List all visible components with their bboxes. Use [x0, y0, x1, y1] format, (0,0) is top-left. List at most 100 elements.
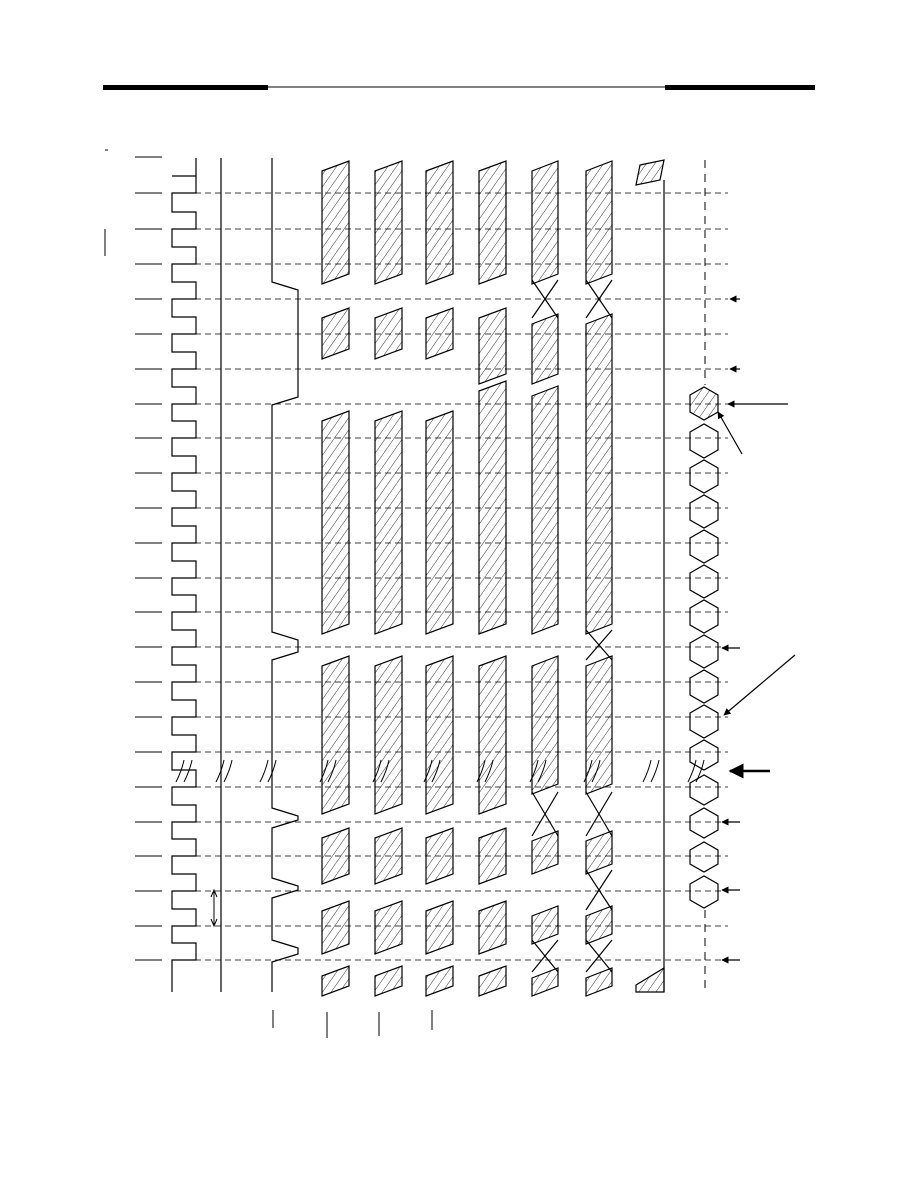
bus-data-region [374, 307, 403, 360]
bus-data-region [478, 965, 507, 997]
break-symbol [175, 759, 193, 783]
bus-data-region [425, 827, 454, 885]
annotation-arrow [717, 411, 743, 455]
bus-crossing [531, 791, 559, 837]
bus-data-region [321, 900, 350, 955]
break-stroke [431, 759, 441, 783]
break-symbol [476, 759, 494, 783]
break-stroke [327, 759, 337, 783]
bus-lane [374, 160, 403, 997]
break-stroke [423, 759, 433, 783]
bus-data-region [531, 655, 559, 795]
bus-data-region [425, 655, 454, 815]
break-stroke [695, 759, 705, 783]
bus-data-region [478, 827, 507, 885]
bus-data-region [478, 160, 507, 285]
break-symbol [215, 759, 233, 783]
bus-data-region [374, 410, 403, 635]
break-stroke [380, 759, 390, 783]
bus-data-region [321, 655, 350, 815]
annotation-arrow [723, 654, 796, 716]
break-stroke [215, 759, 225, 783]
bus-data-region [585, 830, 613, 875]
annotation-arrows [210, 295, 796, 964]
bus-data-region [585, 655, 613, 795]
data-word [689, 459, 719, 494]
bus-data-region [531, 160, 559, 285]
break-stroke [583, 759, 593, 783]
bus-data-region [425, 410, 454, 635]
data-word [689, 669, 719, 704]
misc-marks [104, 149, 665, 1038]
time-marker-lines [195, 192, 728, 961]
bus-crossing [585, 869, 613, 911]
bus-data-region [478, 655, 507, 815]
bus-data-region [321, 307, 350, 360]
bus-data-region [374, 965, 403, 997]
bus-data-region [585, 905, 613, 945]
break-stroke [687, 759, 697, 783]
bus-data-region [531, 905, 559, 945]
break-symbol [529, 759, 547, 783]
break-stroke [476, 759, 486, 783]
break-stroke [529, 759, 539, 783]
data-word [689, 875, 719, 909]
data-word [689, 841, 719, 873]
bus-crossing [585, 279, 613, 319]
break-symbol [583, 759, 601, 783]
bus-crossing [585, 939, 613, 973]
clock-tick-stubs [135, 156, 162, 961]
break-stroke [175, 759, 185, 783]
bus-lane [321, 160, 350, 997]
data-word [689, 529, 719, 564]
bus-data-region [478, 307, 507, 385]
bus-data-region [321, 965, 350, 997]
bus-stub [635, 159, 665, 186]
clock-waveform [171, 158, 197, 992]
bus-data-region [531, 830, 559, 875]
bus-signals [321, 160, 613, 997]
bus-data-region [321, 410, 350, 635]
bus-data-region [374, 160, 403, 285]
data-word [689, 423, 719, 459]
bus-data-region [425, 160, 454, 285]
break-symbol [687, 759, 705, 783]
data-word [689, 564, 719, 599]
data-word [689, 807, 719, 839]
break-stroke [267, 759, 277, 783]
break-stroke [537, 759, 547, 783]
break-stroke [319, 759, 329, 783]
bus-data-region [585, 967, 613, 997]
header-rules [103, 85, 815, 90]
break-symbols [175, 759, 705, 783]
break-stroke [591, 759, 601, 783]
bus-data-region [321, 827, 350, 885]
bus-data-region [531, 385, 559, 635]
bus-data-region [374, 827, 403, 885]
data-word [689, 634, 719, 669]
break-symbol [372, 759, 390, 783]
bus-crossing [585, 629, 613, 661]
break-stroke [223, 759, 233, 783]
bus-data-region [585, 160, 613, 285]
break-stroke [259, 759, 269, 783]
break-symbol [259, 759, 277, 783]
bus-data-region [374, 900, 403, 955]
bus-data-region [425, 307, 454, 360]
bus-lane [478, 160, 507, 997]
data-word [689, 386, 719, 421]
header-rule-right-thick [665, 85, 815, 90]
dimension-arrowheads [210, 888, 218, 928]
data-word [689, 774, 719, 806]
page-header [0, 0, 918, 100]
bus-data-region [478, 900, 507, 955]
data-word [689, 494, 719, 529]
bus-data-region [425, 965, 454, 997]
break-stroke [484, 759, 494, 783]
bus-lane [585, 160, 613, 997]
bus-data-region [531, 967, 559, 997]
bus-data-region [478, 380, 507, 635]
break-symbol [319, 759, 337, 783]
bus-crossing [531, 939, 559, 973]
